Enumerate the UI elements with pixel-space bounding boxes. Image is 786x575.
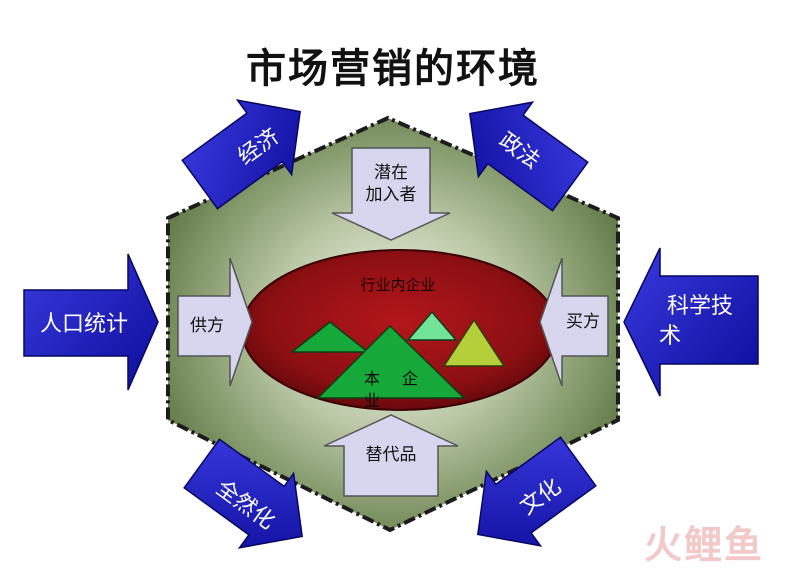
suppliers-arrow (177, 257, 253, 387)
substitutes-arrow (323, 414, 459, 497)
competitor-triangle-light (406, 310, 458, 341)
demographics-label: 人口统计 (40, 312, 128, 337)
suppliers-label: 供方 (190, 316, 224, 336)
science-tech-label-line1: 科学技 (667, 294, 733, 319)
nature-arrow (183, 438, 303, 549)
competitor-triangle-left (289, 321, 371, 353)
buyers-label: 买方 (566, 312, 600, 332)
politics-law-arrow (469, 101, 589, 212)
watermark-logo: 火鲤鱼 (643, 523, 764, 567)
company-label-2: 企 (402, 369, 418, 388)
potential-entrants-label-line2: 加入者 (366, 185, 417, 205)
buyers-arrow (539, 257, 609, 387)
diagram-title: 市场营销的环境 (246, 46, 540, 92)
company-label-1: 本 (364, 369, 380, 388)
potential-entrants-arrow (331, 147, 451, 241)
industry-label: 行业内企业 (360, 276, 435, 294)
potential-entrants-label-line1: 潜在 (374, 163, 408, 183)
competitor-triangle-yellow (442, 318, 506, 367)
substitutes-label: 替代品 (366, 445, 417, 465)
science-tech-arrow (623, 247, 759, 397)
company-label-3: 业 (364, 391, 380, 410)
economy-arrow (181, 99, 301, 210)
demographics-arrow (23, 253, 159, 391)
own-company-triangle (316, 324, 466, 399)
science-tech-label-line2: 术 (659, 324, 681, 349)
culture-arrow (477, 436, 597, 547)
